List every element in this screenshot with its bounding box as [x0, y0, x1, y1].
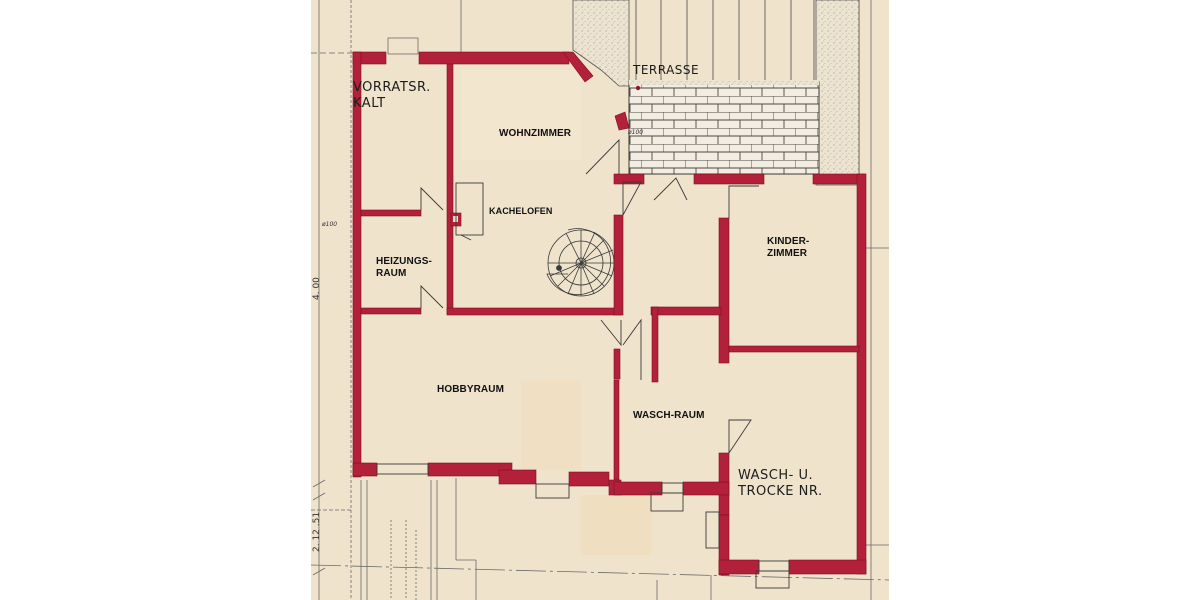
floor-plan-drawing [311, 0, 889, 600]
dimension-label-left-lower: 2. 12 .51 [312, 511, 322, 552]
room-label-kinderzimmer: KINDER- ZIMMER [767, 236, 810, 259]
line-fixtures [376, 138, 790, 589]
room-label-vorratsraum: VORRATSR. KALT [353, 80, 431, 111]
pipe-annotation-terrasse: ø100 [628, 129, 644, 136]
terrace-paving [628, 81, 820, 175]
spiral-staircase-icon [546, 228, 615, 297]
room-label-terrasse: TERRASSE [633, 63, 700, 77]
room-label-heizungsraum: HEIZUNGS- RAUM [376, 256, 432, 279]
room-label-hobbyraum: HOBBYRAUM [437, 384, 505, 395]
paper-patches [461, 70, 651, 555]
pipe-annotation-left: ø100 [322, 221, 338, 228]
room-label-wohnzimmer: WOHNZIMMER [499, 128, 572, 139]
terrace-area [572, 0, 860, 186]
walls [352, 37, 867, 576]
room-label-waschraum: WASCH-RAUM [633, 410, 705, 421]
dimension-label-left-upper: 4. 00 [312, 277, 322, 300]
room-label-wasch-trockenraum: WASCH- U. TROCKE NR. [738, 468, 823, 499]
downpipe-icon [635, 85, 641, 91]
room-label-kachelofen: KACHELOFEN [489, 206, 553, 216]
floor-plan-sheet: VORRATSR. KALT WOHNZIMMER KACHELOFEN HEI… [311, 0, 889, 600]
